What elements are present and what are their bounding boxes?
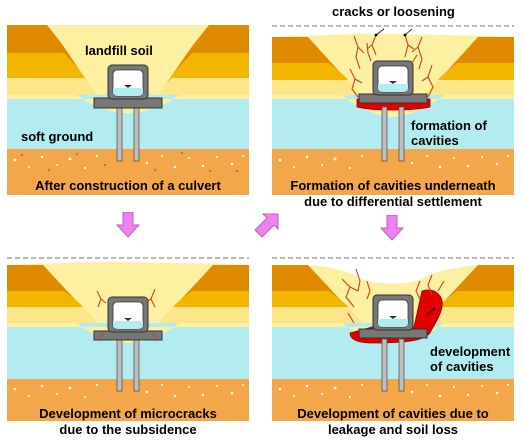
panel-4-drawing	[272, 251, 514, 421]
label-cracks-or-loosening: cracks or loosening	[332, 4, 455, 19]
label-cavities: cavities	[411, 133, 459, 148]
arrow-diagonal-up-right-icon	[253, 213, 279, 239]
caption-panel-2-line-2: due to differential settlement	[304, 194, 482, 209]
caption-panel-4-line-1: Development of cavities due to	[297, 406, 488, 421]
panel-cavity-formation: cracks or loosening formation of cavitie…	[272, 25, 514, 195]
caption-panel-1-line-1: After construction of a culvert	[35, 178, 221, 193]
panel-after-construction: landfill soil soft ground	[7, 25, 249, 195]
label-soft-ground: soft ground	[21, 129, 93, 144]
caption-panel-4: Development of cavities due to leakage a…	[268, 406, 518, 438]
arrow-down-right-icon	[380, 215, 404, 241]
caption-panel-3-line-2: due to the subsidence	[59, 422, 196, 437]
panel-3-drawing	[7, 251, 249, 421]
caption-panel-1: After construction of a culvert	[7, 178, 249, 194]
caption-panel-3: Development of microcracks due to the su…	[7, 406, 249, 438]
caption-panel-2-line-1: Formation of cavities underneath	[290, 178, 495, 193]
panel-2-drawing	[272, 25, 514, 195]
label-landfill-soil: landfill soil	[85, 43, 153, 58]
panel-microcracks	[7, 251, 249, 421]
caption-panel-3-line-1: Development of microcracks	[39, 406, 217, 421]
caption-panel-4-line-2: leakage and soil loss	[328, 422, 458, 437]
label-formation-of: formation of	[411, 118, 487, 133]
label-development: development	[430, 344, 510, 359]
panel-cavity-development: development of cavities	[272, 251, 514, 421]
label-of-cavities: of cavities	[430, 359, 494, 374]
caption-panel-2: Formation of cavities underneath due to …	[268, 178, 518, 210]
arrow-down-left-icon	[116, 212, 140, 238]
